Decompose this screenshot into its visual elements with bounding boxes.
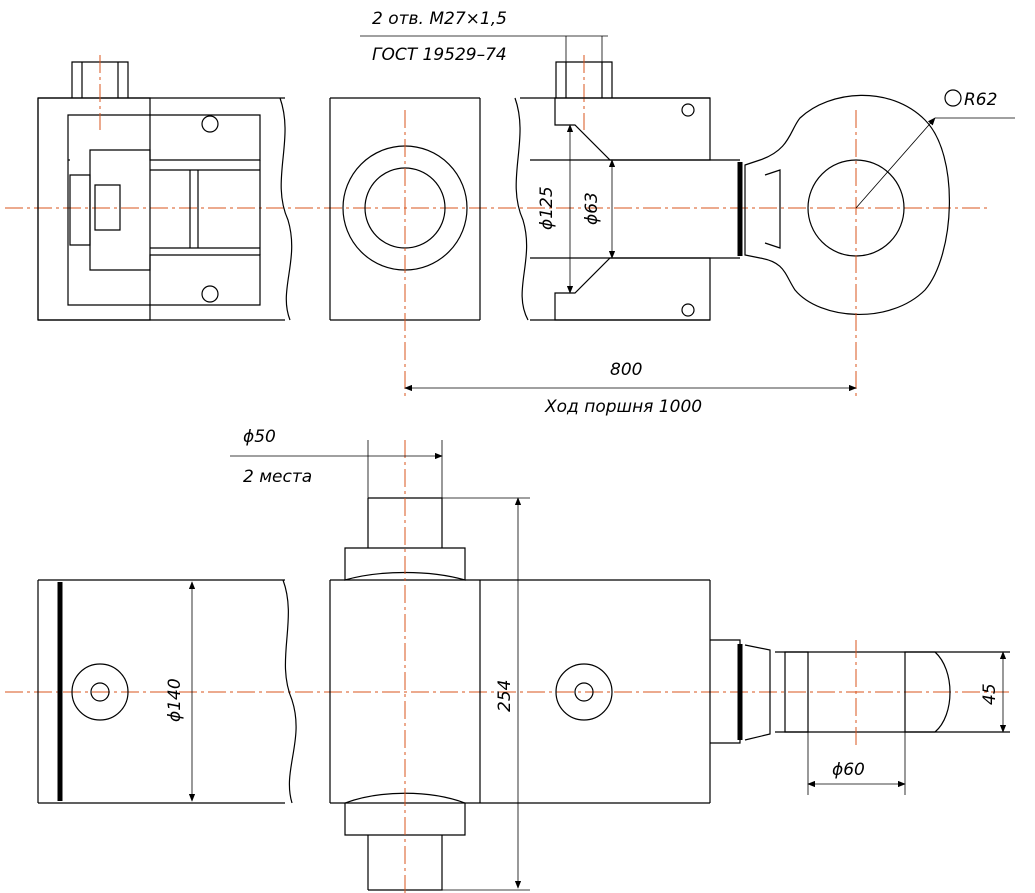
gland-lower-section — [554, 257, 711, 321]
eye-width-label: 45 — [980, 683, 1000, 705]
port-left-boss — [71, 663, 129, 721]
trunnion-count-label: 2 места — [243, 467, 312, 487]
bore-diameter-label: ϕ125 — [537, 186, 557, 230]
stroke-label: Ход поршня 1000 — [544, 397, 702, 417]
body-diameter-label: ϕ140 — [165, 678, 185, 722]
bottom-side-view: ϕ50 2 места ϕ140 254 ϕ60 45 — [5, 427, 1010, 893]
rod-eye-outline — [744, 94, 950, 315]
eye-bore-diameter-label: ϕ60 — [832, 760, 865, 780]
piston-rod — [530, 159, 740, 259]
break-line-right — [514, 97, 529, 321]
eye-radius-label: R62 — [964, 90, 997, 110]
trunnion-diameter-label: ϕ50 — [243, 427, 276, 447]
rod-diameter-label: ϕ63 — [582, 192, 602, 225]
ports-label: 2 отв. M27×1,5 — [372, 9, 507, 29]
top-section-view: R62 ϕ125 ϕ63 2 отв. M27×1,5 ГОСТ 19529–7… — [5, 9, 1015, 417]
end-cap-section — [37, 97, 151, 321]
gland-upper-section — [554, 97, 711, 161]
trunnion-span-label: 254 — [495, 680, 515, 712]
port-right-boss — [555, 663, 613, 721]
piston-lower-section — [149, 254, 261, 306]
mount-to-eye-label: 800 — [610, 360, 642, 380]
bottom-break-line — [282, 579, 297, 804]
ports-standard: ГОСТ 19529–74 — [372, 45, 507, 65]
port-left — [71, 55, 129, 130]
port-right — [555, 55, 613, 130]
eye-side-hatch-right — [904, 651, 951, 733]
piston-upper-section — [149, 114, 261, 161]
break-line-left — [279, 97, 293, 321]
